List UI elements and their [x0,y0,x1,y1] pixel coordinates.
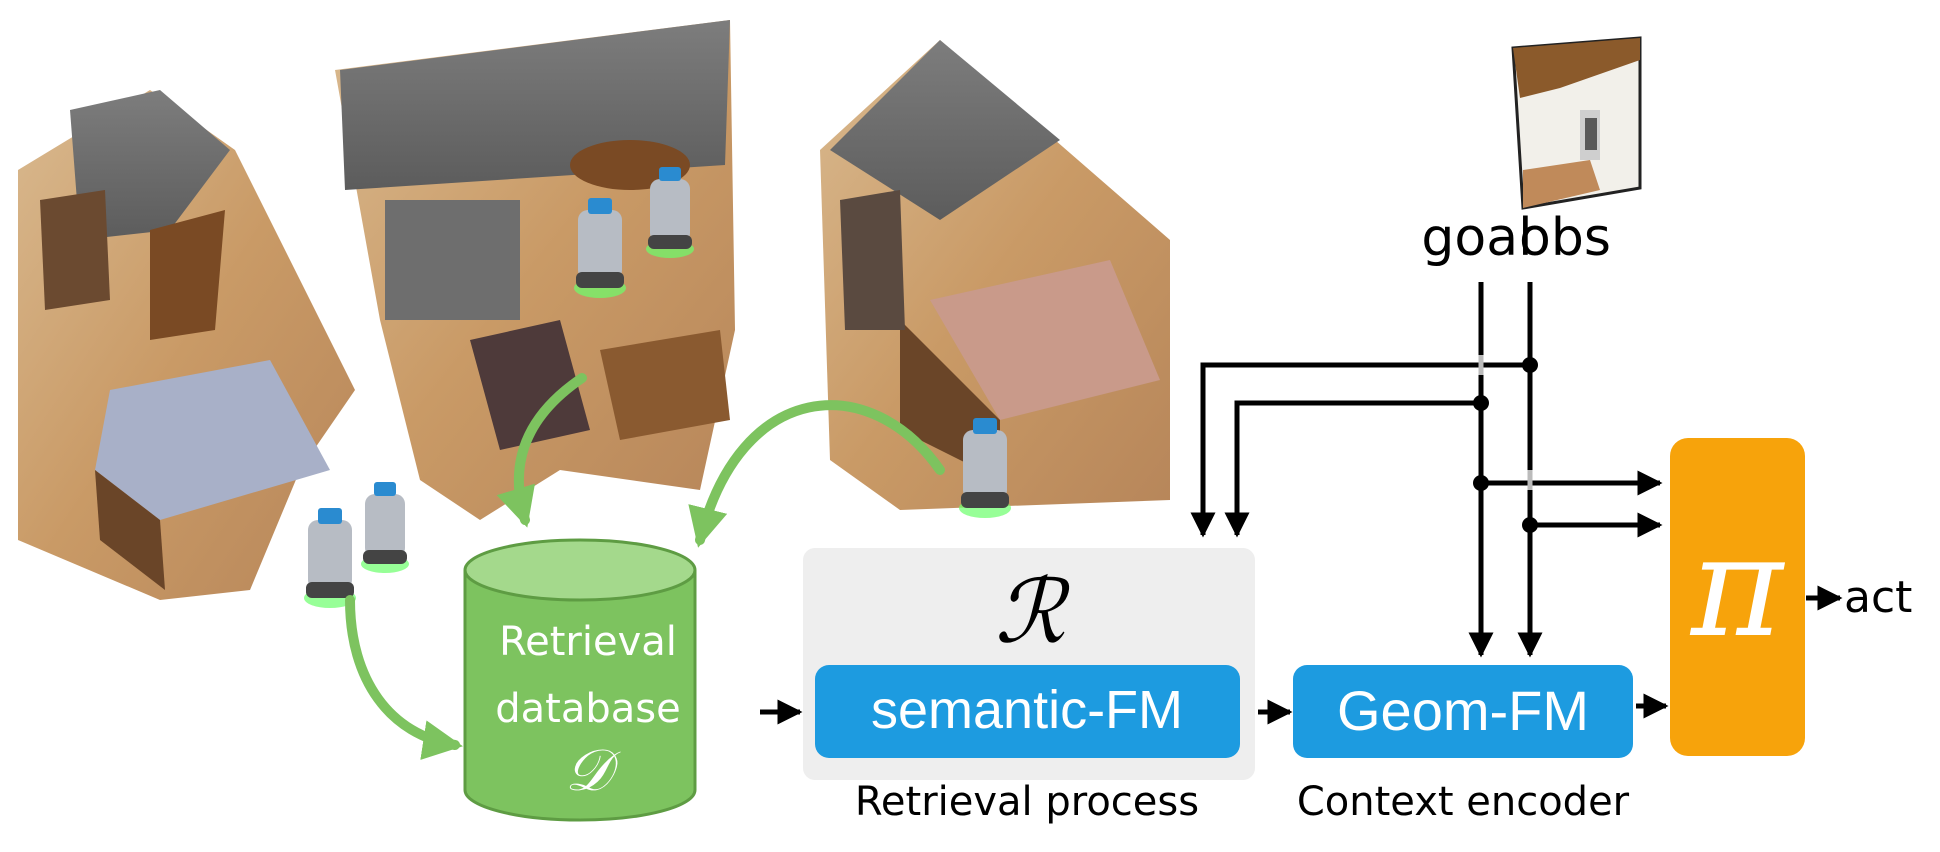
policy-symbol: π [1689,506,1786,669]
geom-fm-label: Geom-FM [1337,679,1589,742]
retrieval-arrows [345,373,945,760]
arrow-scene-to-db-1 [496,373,587,528]
robot-icon [959,418,1011,518]
junction-dots [1473,357,1538,533]
semantic-fm-module [815,665,1240,758]
retrieval-process-caption: Retrieval process [855,779,1199,825]
arrow-db-to-scene [688,400,945,548]
robot-icon [574,198,626,298]
policy-block [1670,438,1805,756]
database-label-line1: Retrieval [499,619,677,665]
robot-icon [304,508,356,608]
retrieval-database: Retrieval database 𝒟 [463,538,697,822]
house-scene-image [18,20,1170,600]
act-label: act [1844,572,1912,623]
obs-to-retrieval [1190,362,1530,538]
retrieval-process-panel: ℛ semantic-FM [803,548,1255,780]
goal-label: goal [1421,208,1532,268]
context-encoder-caption: Context encoder [1297,779,1630,825]
robot-icon [361,482,409,573]
geom-fm-module [1293,665,1633,758]
obs-label: obs [1519,208,1611,268]
semantic-fm-label: semantic-FM [871,680,1183,740]
robot-icon [646,167,694,258]
observation-image [1511,36,1642,210]
connection-lines [1190,282,1663,658]
database-label-line2: database [495,686,680,732]
arrow-scene-to-db-2 [345,595,463,760]
retrieval-symbol: ℛ [995,560,1071,663]
goal-to-retrieval [1224,400,1481,538]
